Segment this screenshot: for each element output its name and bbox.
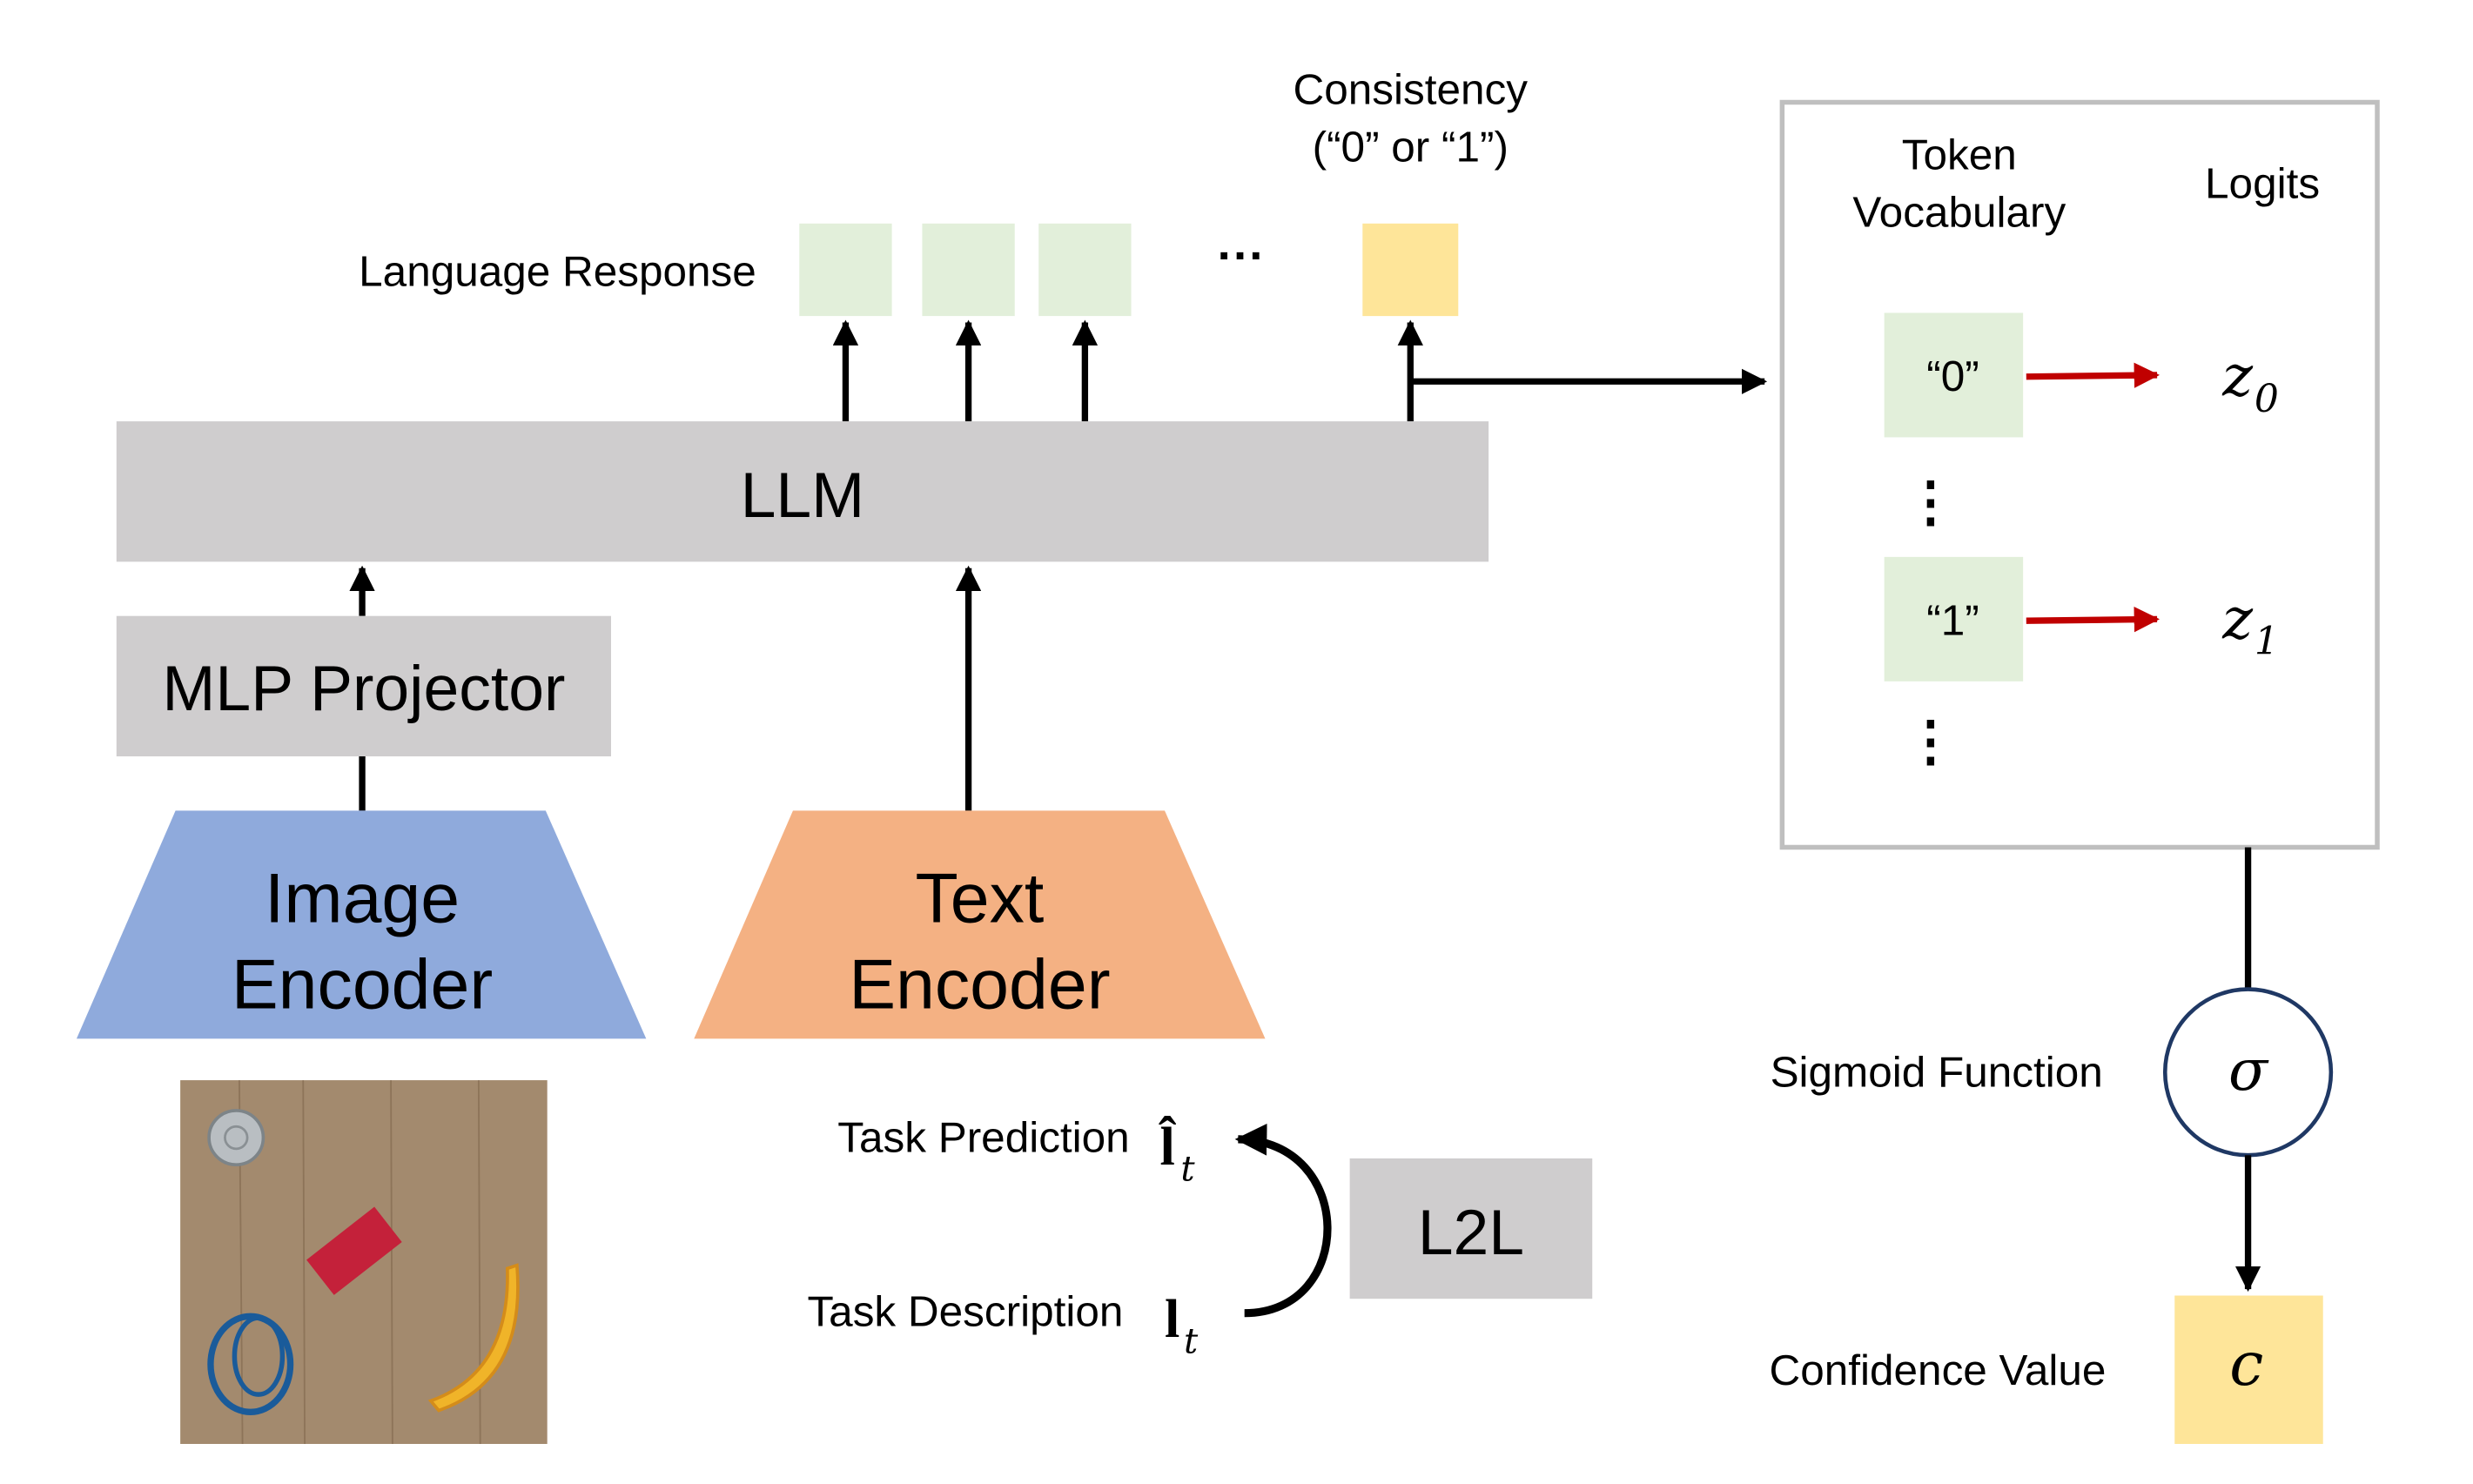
mlp-projector-label: MLP Projector [162,653,565,724]
logit-0-symbol: z [2221,343,2254,410]
scene-image [180,1080,548,1444]
consistency-values: (“0” or “1”) [1313,123,1509,171]
text-encoder-label-line2: Encoder [849,946,1110,1024]
image-encoder-block [76,810,647,1039]
consistency-token [1362,223,1459,317]
vdots-1: ⋮ [1904,473,1958,533]
token-vocabulary-header-line2: Vocabulary [1852,188,2066,236]
can-object [207,1109,265,1167]
task-description-label: Task Description [807,1287,1123,1335]
wood-grain [302,1080,306,1444]
logit-1-subscript: 1 [2255,620,2279,664]
l2l-label: L2L [1418,1197,1524,1268]
response-token [799,223,892,317]
vdots-2: ⋮ [1904,712,1958,772]
confidence-value-box [2174,1295,2323,1444]
confidence-label: Confidence Value [1770,1346,2107,1394]
ellipsis: ··· [1218,228,1266,282]
red-block-object [306,1206,402,1295]
text-encoder-label-line1: Text [915,860,1044,938]
mlp-projector-block [116,615,612,756]
language-response-label: Language Response [359,247,756,295]
task-description-symbol: l [1165,1289,1179,1349]
token-vocabulary-header-line1: Token [1902,131,2017,178]
vocab-token-0-label: “0” [1926,353,1979,400]
llm-block [116,421,1489,562]
confidence-symbol: c [2229,1329,2263,1400]
sigmoid-label: Sigmoid Function [1771,1048,2103,1096]
response-token [1038,223,1132,317]
response-token [922,223,1015,317]
l2l-block [1349,1158,1593,1299]
consistency-label: Consistency [1294,65,1529,113]
logits-header: Logits [2205,159,2320,207]
image-encoder-label-line1: Image [265,860,460,938]
llm-label: LLM [741,460,865,531]
red-arrow-token-1 [2026,607,2161,633]
task-description-subscript: t [1184,1321,1199,1362]
blue-cable-loop [232,1315,286,1397]
logit-0-subscript: 0 [2255,377,2279,421]
task-prediction-symbol: l̂ [1159,1116,1176,1177]
sigmoid-symbol: σ [2228,1037,2269,1104]
blue-cable-object [207,1313,294,1415]
can-ring [224,1125,249,1151]
task-prediction-label: Task Prediction [837,1114,1129,1162]
image-encoder-label-line2: Encoder [232,946,493,1024]
wood-grain [390,1080,393,1444]
vocab-panel [1779,99,2380,850]
vocab-token-0 [1884,312,2024,438]
vocab-token-1 [1884,556,2024,682]
logit-1-symbol: z [2221,585,2254,652]
l2l-loop-arrow [1234,1124,1332,1318]
red-arrow-token-0 [2026,362,2161,388]
task-prediction-subscript: t [1180,1149,1195,1190]
banana-object [427,1263,520,1413]
vocab-token-1-label: “1” [1926,597,1979,645]
text-encoder-block [694,810,1266,1039]
